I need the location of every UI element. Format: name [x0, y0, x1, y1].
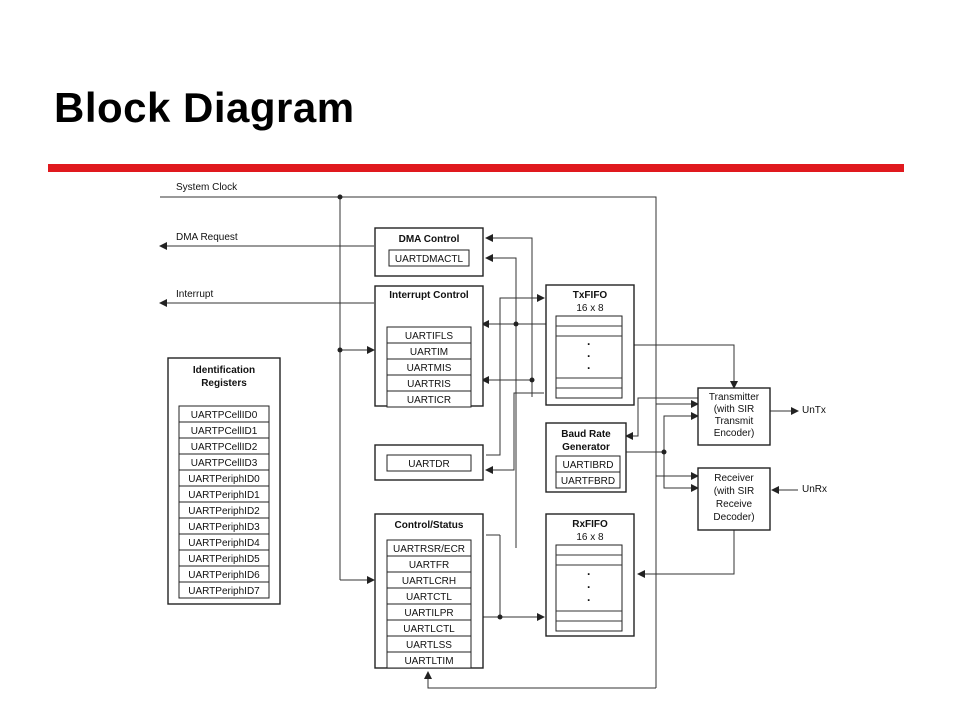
dma-control-block: DMA Control UARTDMACTL — [374, 227, 484, 277]
interrupt-control-block: Interrupt Control UARTIFLS UARTIM UARTMIS U… — [374, 285, 484, 408]
register-uartlctl: UARTLCTL — [403, 624, 455, 635]
dr-to-txfifo — [486, 294, 545, 456]
register-uartibrd: UARTIBRD — [563, 460, 614, 471]
register-uartpcellid2: UARTPCellID2 — [191, 442, 258, 453]
register-uartperiphid3: UARTPeriphID3 — [188, 522, 260, 533]
register-uartim: UARTIM — [410, 347, 448, 358]
register-uartperiphid1: UARTPeriphID1 — [188, 490, 260, 501]
register-uartfr: UARTFR — [409, 560, 449, 571]
system-clock-label: System Clock — [176, 182, 238, 193]
register-uartperiphid6: UARTPeriphID6 — [188, 570, 260, 581]
register-uartdmactl: UARTDMACTL — [395, 254, 464, 265]
rxfifo-size: 16 x 8 — [576, 532, 604, 543]
register-uartilpr: UARTILPR — [404, 608, 453, 619]
dma-control-title: DMA Control — [399, 234, 460, 245]
status-feedback — [424, 671, 656, 689]
txfifo-to-transmitter — [624, 344, 738, 389]
register-uartfbrd: UARTFBRD — [561, 476, 615, 487]
transmitter-line-2: (with SIR — [714, 404, 755, 415]
data-register-block: UARTDR — [374, 444, 484, 481]
wires — [159, 194, 799, 689]
register-uartris: UARTRIS — [407, 379, 451, 390]
transmitter-line-3: Transmit — [715, 416, 754, 427]
svg-text:·: · — [587, 349, 591, 363]
rx-to-dma — [485, 254, 517, 548]
tx-status-to-baud — [625, 397, 698, 440]
register-uartrsr-ecr: UARTRSR/ECR — [393, 544, 465, 555]
receiver-line-1: Receiver — [714, 473, 754, 484]
receiver-line-4: Decoder) — [713, 512, 754, 523]
tx-to-dma — [485, 234, 533, 397]
svg-text:·: · — [587, 580, 591, 594]
register-uartctl: UARTCTL — [406, 592, 452, 603]
txfifo-block: TxFIFO 16 x 8 · · · — [545, 284, 635, 406]
transmitter-block: Transmitter (with SIR Transmit Encoder) — [697, 387, 771, 446]
unrx-label: UnRx — [802, 484, 827, 495]
txfifo-size: 16 x 8 — [576, 303, 604, 314]
register-uartperiphid7: UARTPeriphID7 — [188, 586, 260, 597]
title-rule — [48, 164, 904, 172]
receiver-to-rxfifo — [637, 530, 735, 578]
dma-request-label: DMA Request — [176, 232, 238, 243]
transmitter-line-4: Encoder) — [714, 428, 755, 439]
baud-title-2: Generator — [562, 442, 610, 453]
baud-title-1: Baud Rate — [561, 429, 611, 440]
register-uartltim: UARTLTIM — [404, 656, 453, 667]
svg-text:·: · — [587, 593, 591, 607]
rxfifo-block: RxFIFO 16 x 8 · · · — [545, 513, 635, 637]
rxfifo-title: RxFIFO — [572, 519, 608, 530]
register-uartperiphid5: UARTPeriphID5 — [188, 554, 260, 565]
svg-text:·: · — [587, 361, 591, 375]
register-uartlcrh: UARTLCRH — [402, 576, 456, 587]
register-uartperiphid4: UARTPeriphID4 — [188, 538, 260, 549]
baud-to-rx — [663, 452, 699, 492]
identification-title-1: Identification — [193, 365, 255, 376]
register-uartpcellid1: UARTPCellID1 — [191, 426, 258, 437]
control-status-title: Control/Status — [395, 520, 464, 531]
interrupt-label: Interrupt — [176, 289, 213, 300]
register-uartpcellid3: UARTPCellID3 — [191, 458, 258, 469]
baud-rate-generator-block: Baud Rate Generator UARTIBRD UARTFBRD — [545, 422, 627, 493]
receiver-line-3: Receive — [716, 499, 753, 510]
control-status-block: Control/Status UARTRSR/ECR UARTFR UARTLCRH… — [374, 513, 484, 669]
untx-label: UnTx — [802, 405, 826, 416]
identification-registers-block: Identification Registers UARTPCellID0UAR… — [167, 357, 281, 605]
register-uarticr: UARTICR — [407, 395, 451, 406]
baud-to-tx — [624, 412, 699, 453]
register-uartlss: UARTLSS — [406, 640, 452, 651]
register-uartperiphid2: UARTPeriphID2 — [188, 506, 260, 517]
txfifo-title: TxFIFO — [573, 290, 608, 301]
system-clock-wire — [160, 196, 657, 688]
register-uartmis: UARTMIS — [407, 363, 452, 374]
receiver-block: Receiver (with SIR Receive Decoder) — [697, 467, 771, 531]
register-uartperiphid0: UARTPeriphID0 — [188, 474, 260, 485]
svg-text:·: · — [587, 337, 591, 351]
transmitter-line-1: Transmitter — [709, 392, 760, 403]
svg-text:·: · — [587, 567, 591, 581]
register-uartpcellid0: UARTPCellID0 — [191, 410, 258, 421]
receiver-line-2: (with SIR — [714, 486, 755, 497]
slide-title: Block Diagram — [54, 84, 355, 131]
register-uartifls: UARTIFLS — [405, 331, 453, 342]
identification-title-2: Registers — [201, 378, 247, 389]
interrupt-control-title: Interrupt Control — [389, 290, 469, 301]
rxfifo-to-dr — [485, 392, 544, 474]
register-uartdr: UARTDR — [408, 459, 449, 470]
